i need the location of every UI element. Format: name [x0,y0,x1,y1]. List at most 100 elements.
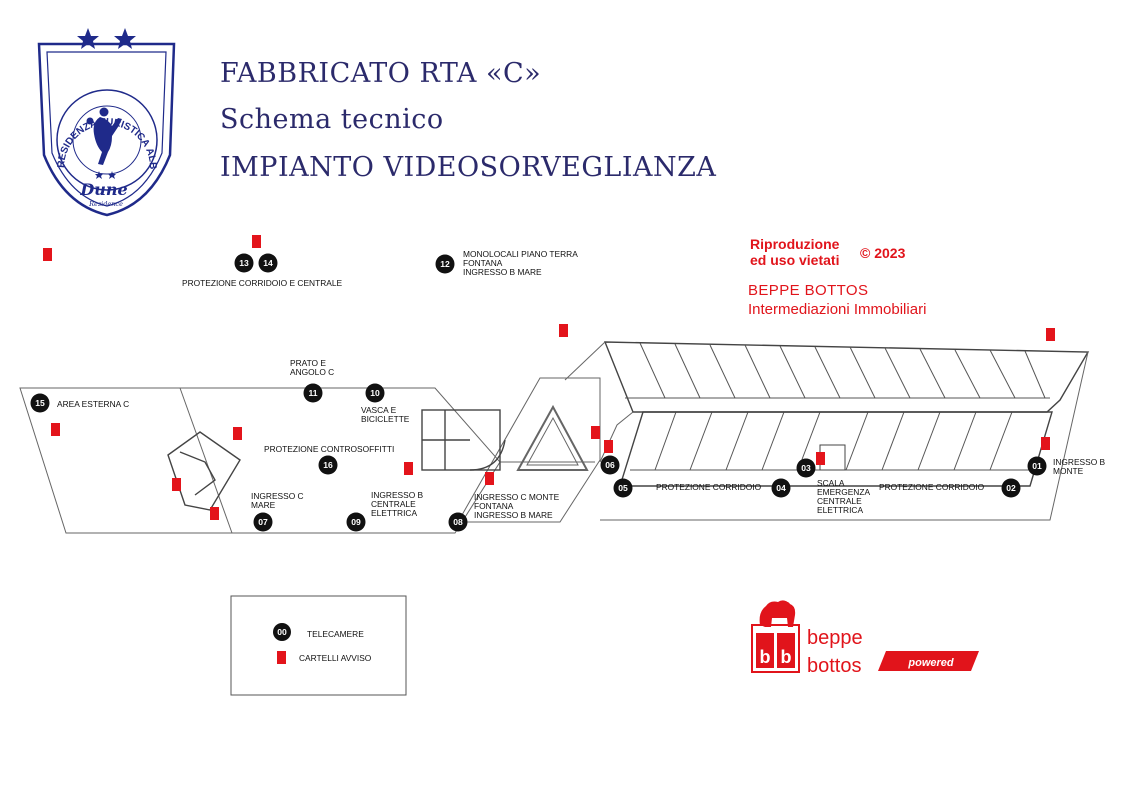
camera-icon [1027,456,1047,476]
camera-number: 02 [1006,483,1016,493]
camera-icon [613,478,633,498]
camera-07: 07 [253,512,273,532]
logo-name: Dune [79,180,127,199]
warning-sign [591,426,600,439]
copyright-line2: ed uso vietati [750,252,840,268]
brand-word2: bottos [807,655,861,677]
camera-label-08: INGRESSO C MONTE [474,492,560,502]
title-building: FABBRICATO RTA «C» [220,58,542,89]
camera-label-09: ELETTRICA [371,508,417,518]
warning-sign [1041,437,1050,450]
camera-06: 06 [600,455,620,475]
camera-label-07: MARE [251,500,276,510]
warning-sign [172,478,181,491]
camera-label-11: PRATO E [290,358,326,368]
brand-word1: beppe [807,627,863,649]
legend-camera-label: TELECAMERE [307,629,364,639]
camera-number: 05 [618,483,628,493]
warning-sign [233,427,242,440]
camera-icon [253,512,273,532]
camera-number: 13 [239,258,249,268]
svg-text:RESIDENZA TURISTICA ALBERGHIER: RESIDENZA TURISTICA ALBERGHIERA [0,0,158,170]
camera-label-16: PROTEZIONE CONTROSOFFITTI [264,444,394,454]
camera-label-15: AREA ESTERNA C [57,399,129,409]
camera-label-09: INGRESSO B [371,490,424,500]
camera-04: 04 [771,478,791,498]
camera-icon [600,455,620,475]
camera-icon [303,383,323,403]
legend-sign-icon [277,651,286,664]
warning-sign [404,462,413,475]
camera-number: 16 [323,460,333,470]
camera-icon [365,383,385,403]
warning-sign [1046,328,1055,341]
camera-icon [346,512,366,532]
warning-sign [252,235,261,248]
camera-number: 04 [776,483,786,493]
camera-icon [435,254,455,274]
camera-number: 15 [35,398,45,408]
camera-number: 14 [263,258,273,268]
svg-text:b: b [781,647,792,667]
camera-label-13: PROTEZIONE CORRIDOIO E CENTRALE [182,278,342,288]
camera-number: 01 [1032,461,1042,471]
title-system: IMPIANTO VIDEOSORVEGLIANZA [220,152,717,183]
camera-icon [258,253,278,273]
camera-label-12: FONTANA [463,258,503,268]
camera-03: 03 [796,458,816,478]
legend-sign-label: CARTELLI AVVISO [299,653,372,663]
camera-label-01: INGRESSO B [1053,457,1106,467]
camera-number: 12 [440,259,450,269]
camera-icon [796,458,816,478]
company-name: BEPPE BOTTOS [748,282,869,299]
warning-sign [51,423,60,436]
warning-sign [210,507,219,520]
camera-label-03: CENTRALE [817,496,862,506]
star-icon [77,28,99,49]
camera-icon [771,478,791,498]
copyright-line1: Riproduzione [750,236,840,252]
camera-label-02: PROTEZIONE CORRIDOIO [879,482,985,492]
legend-camera-symbol: 00 [277,627,287,637]
camera-09: 09 [346,512,366,532]
camera-number: 06 [605,460,615,470]
warning-sign [604,440,613,453]
camera-01: 01 [1027,456,1047,476]
camera-number: 10 [370,388,380,398]
warning-sign [559,324,568,337]
camera-number: 03 [801,463,811,473]
camera-icon [1001,478,1021,498]
legend: 00 TELECAMERE CARTELLI AVVISO [230,595,407,696]
logo-subtitle: Residence [88,200,123,208]
camera-label-07: INGRESSO C [251,491,304,501]
svg-text:b: b [760,647,771,667]
camera-05: 05 [613,478,633,498]
camera-15: 15 [30,393,50,413]
residence-logo: RESIDENZA TURISTICA ALBERGHIERA Dune Res… [0,0,176,217]
logo-arc-text: RESIDENZA TURISTICA ALBERGHIERA [0,0,158,170]
camera-label-12: INGRESSO B MARE [463,267,542,277]
camera-number: 09 [351,517,361,527]
camera-label-01: MONTE [1053,466,1084,476]
camera-icon [234,253,254,273]
camera-10: 10 [365,383,385,403]
camera-11: 11 [303,383,323,403]
camera-label-12: MONOLOCALI PIANO TERRA [463,249,578,259]
legend-camera-icon [273,623,291,641]
camera-13: 13 [234,253,254,273]
warning-signs [43,235,1055,520]
camera-label-11: ANGOLO C [290,367,334,377]
star-icon [114,28,136,49]
brand-logo: b b beppe bottos powered [751,600,979,677]
camera-label-10: BICICLETTE [361,414,410,424]
camera-label-03: SCALA [817,478,845,488]
warning-sign [816,452,825,465]
bulldog-icon [759,600,796,627]
warning-sign [485,472,494,485]
copyright-notice: Riproduzione ed uso vietati [750,236,839,268]
camera-label-03: EMERGENZA [817,487,870,497]
camera-label-08: INGRESSO B MARE [474,510,553,520]
